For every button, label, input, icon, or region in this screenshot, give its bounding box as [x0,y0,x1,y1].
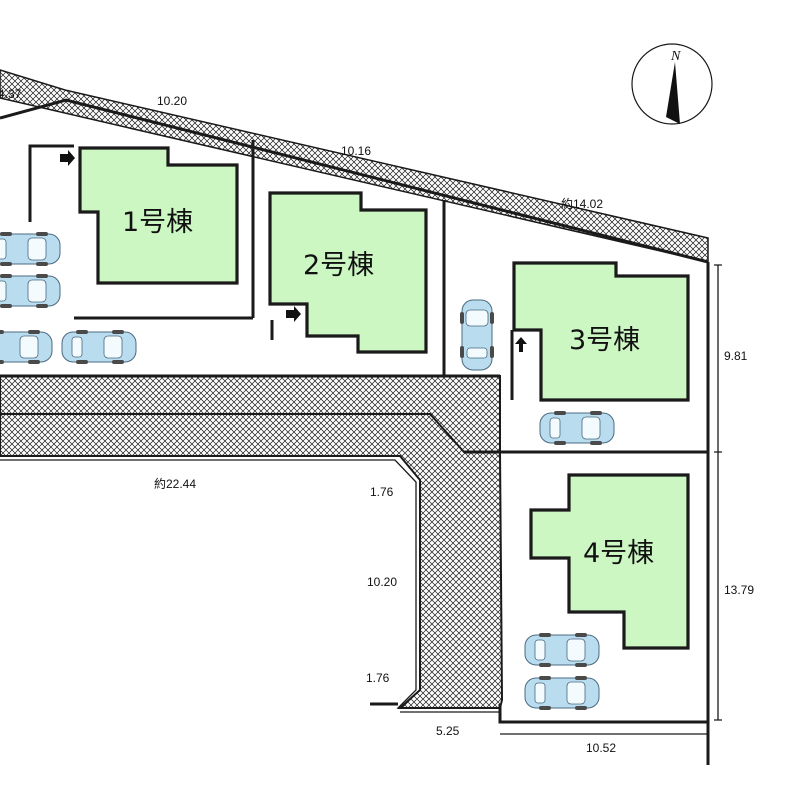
dim-east-lot3: 9.81 [724,349,748,363]
car-lot1-b [0,273,61,309]
building-4-label: 4号棟 [583,538,654,569]
north-boundary-strip [0,69,709,263]
building-1-label: 1号棟 [122,207,193,238]
car-lot1-c [0,329,53,365]
building-2-label: 2号棟 [303,250,374,281]
dim-road-length: 約22.44 [154,476,196,491]
lot1-front-fence [28,144,253,320]
car-lot1-a [0,231,61,267]
car-lot3 [539,410,615,446]
entrance-arrow-1 [60,150,75,166]
north-label: N [670,49,681,64]
building-1[interactable] [78,146,239,285]
building-3-label: 3号棟 [569,325,640,356]
building-3[interactable] [512,261,690,402]
entrance-arrow-3 [515,337,527,352]
lot-boundary-north [0,98,709,264]
north-arrow-icon [666,62,680,124]
lot-boundary-south-east [370,702,708,724]
dim-east-lot4: 13.79 [724,583,754,597]
road [0,375,504,709]
dim-south-lot4: 10.52 [586,741,616,755]
dim-chamfer-bottom: 1.76 [366,671,390,685]
dim-north-lot2: 10.16 [341,144,371,158]
car-lot4-a [524,632,600,668]
dim-south-corner: 5.25 [436,724,460,738]
north-compass: N [631,43,713,125]
dim-line-east [714,264,722,721]
building-4[interactable] [529,473,690,650]
dim-chamfer-top: 1.76 [370,485,394,499]
dim-north-lot3: 約14.02 [561,196,603,211]
car-lot4-b [524,675,600,711]
car-lot1-d [61,329,137,365]
dim-line-road-length [0,459,500,709]
dim-north-lot1: 10.20 [157,94,187,108]
entrance-arrow-2 [286,306,301,322]
car-lot2 [459,299,495,371]
dim-north-top-left: 4.37 [0,87,22,101]
dim-road-side: 10.20 [367,575,397,589]
building-2[interactable] [268,191,428,354]
